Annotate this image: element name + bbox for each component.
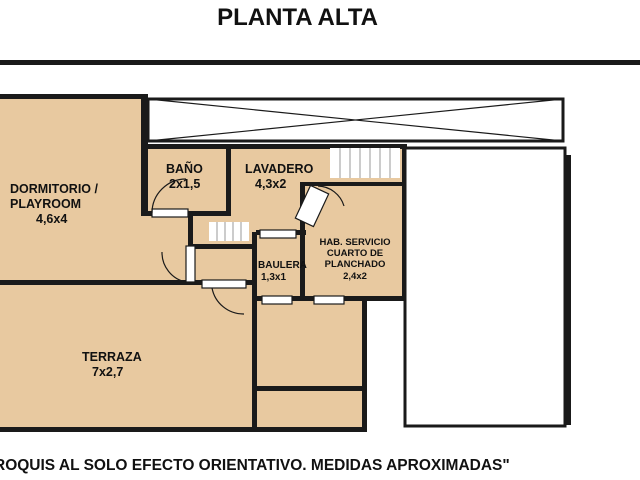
void-area [146,97,565,143]
baulera-label: BAULERA 1,3x1 [258,260,307,284]
terraza-size: 7x2,7 [92,364,124,379]
dormitorio-size: 4,6x4 [36,211,68,226]
lavadero-label: LAVADERO 4,3x2 [245,162,313,192]
plan-title: PLANTA ALTA [217,4,378,31]
door-bano [151,208,189,218]
door-baulera-bottom [261,295,293,305]
terraza-name: TERRAZA [82,350,142,364]
top-boundary-wall [0,60,640,65]
door-lavadero [294,184,330,228]
dormitorio-name: DORMITORIO / [10,182,98,196]
baulera-size: 1,3x1 [261,271,287,283]
door-servicio-bottom [313,295,345,305]
door-hall-bottom [201,279,247,289]
dormitorio-label: DORMITORIO / PLAYROOM 4,6x4 [10,182,98,226]
bano-label: BAÑO 2x1,5 [166,162,203,192]
doors [151,178,345,315]
servicio-size: 2,4x2 [343,270,367,282]
servicio-name-3: PLANCHADO [324,259,386,271]
disclaimer-note: ROQUIS AL SOLO EFECTO ORIENTATIVO. MEDID… [0,457,510,474]
servicio-label: HAB. SERVICIO CUARTO DE PLANCHADO 2,4x2 [317,237,393,282]
bano-name: BAÑO [166,162,203,176]
bano-size: 2x1,5 [169,176,201,191]
door-baulera-top [259,229,297,239]
door-hall-left [185,245,196,283]
servicio-name-2: CUARTO DE [326,248,384,260]
stairs-upper [330,148,400,178]
dormitorio-floor [0,96,146,282]
lavadero-size: 4,3x2 [255,176,287,191]
bano-floor [146,146,230,214]
lower-floor [256,298,365,429]
lavadero-name: LAVADERO [245,162,314,176]
floor-areas [0,96,405,429]
baulera-floor [256,232,302,298]
right-area [403,146,571,428]
baulera-name: BAULERA [258,260,307,271]
servicio-name: HAB. SERVICIO [319,237,391,248]
terraza-floor [0,282,256,429]
terraza-label: TERRAZA 7x2,7 [82,350,142,380]
dormitorio-name-2: PLAYROOM [10,196,82,211]
stairs-lower [209,222,249,241]
